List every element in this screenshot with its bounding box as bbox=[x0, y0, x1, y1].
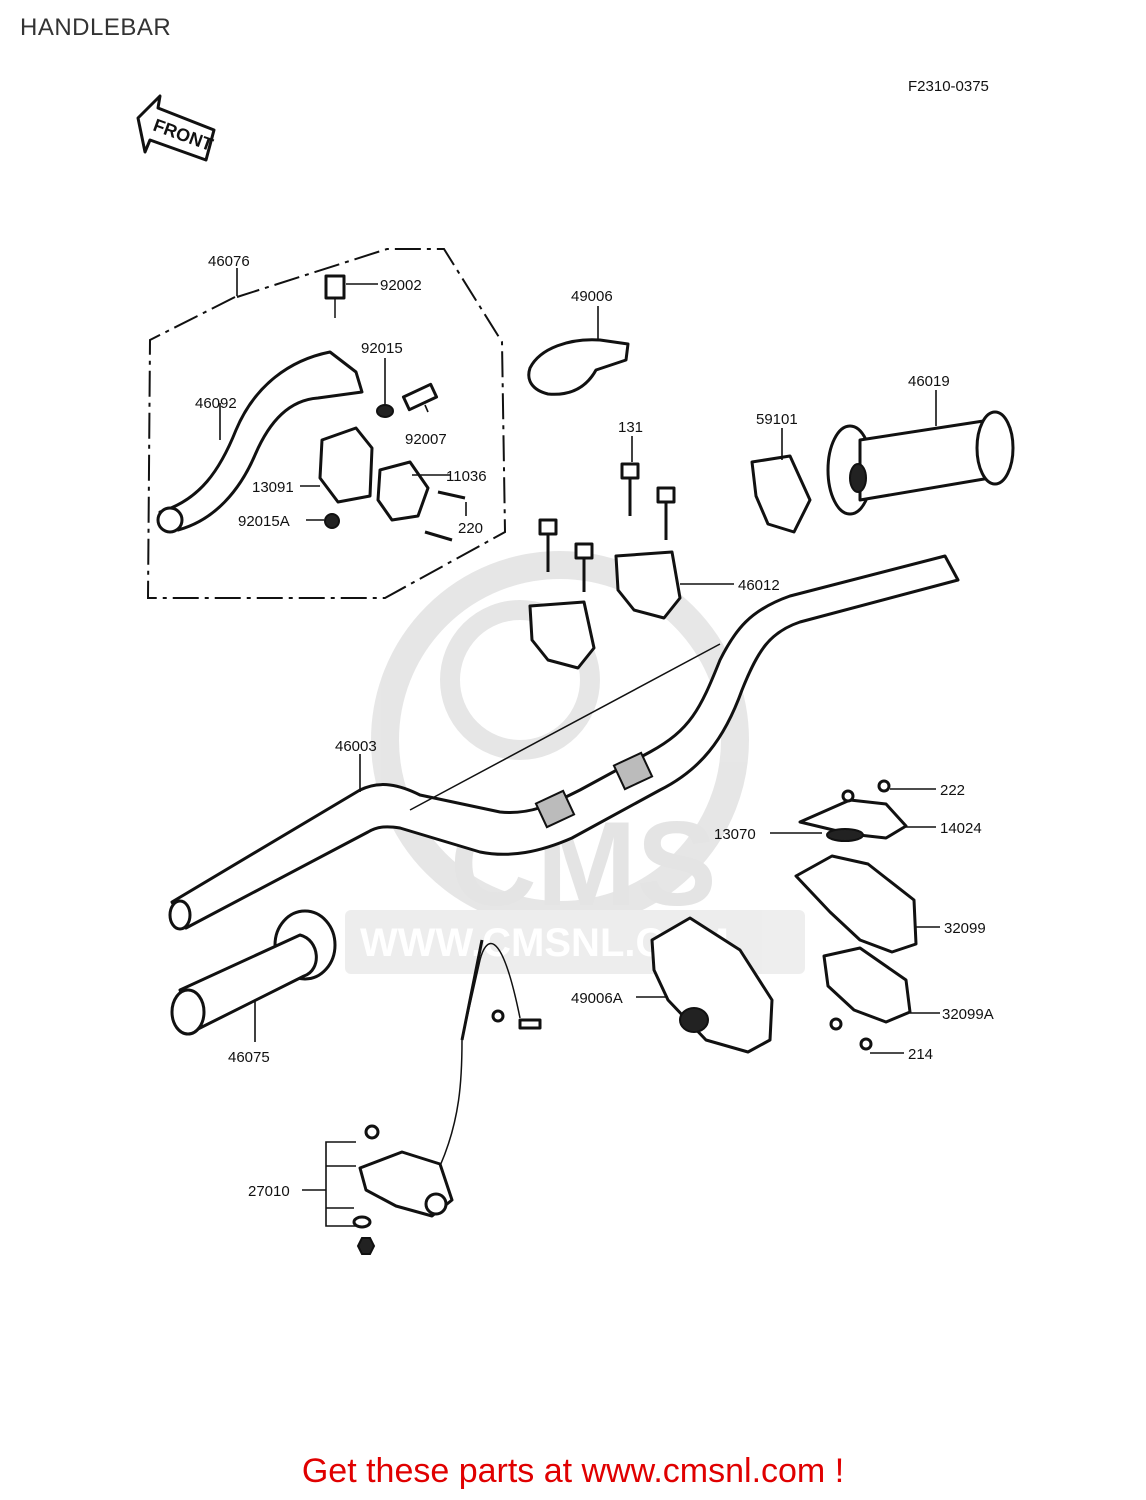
part-label-92015: 92015 bbox=[361, 340, 403, 357]
screw-214-a-part bbox=[829, 1017, 843, 1031]
part-label-13070: 13070 bbox=[714, 826, 756, 843]
screw-222-a-part bbox=[841, 789, 855, 803]
lever-cover-49006-part bbox=[527, 338, 630, 396]
switch-housing-49006A-part bbox=[650, 916, 774, 1054]
washer-92015-part bbox=[376, 404, 394, 418]
clamp-46012-lower-part bbox=[528, 600, 596, 670]
part-label-59101: 59101 bbox=[756, 411, 798, 428]
part-label-49006A: 49006A bbox=[571, 990, 623, 1007]
part-label-13091: 13091 bbox=[252, 479, 294, 496]
engine-stop-switch-27010-part bbox=[352, 939, 542, 1255]
housing-32099-part bbox=[794, 854, 918, 954]
part-label-92015A: 92015A bbox=[238, 513, 290, 530]
part-label-46019: 46019 bbox=[908, 373, 950, 390]
bolts-131-part bbox=[538, 462, 676, 592]
lever-holder-13091-part bbox=[318, 426, 374, 504]
page-title: HANDLEBAR bbox=[20, 14, 172, 41]
part-label-222: 222 bbox=[940, 782, 965, 799]
part-label-214: 214 bbox=[908, 1046, 933, 1063]
part-label-32099A: 32099A bbox=[942, 1006, 994, 1023]
part-label-32099: 32099 bbox=[944, 920, 986, 937]
part-label-46003: 46003 bbox=[335, 738, 377, 755]
part-label-27010: 27010 bbox=[248, 1183, 290, 1200]
leader-lines bbox=[219, 268, 940, 1227]
part-label-14024: 14024 bbox=[940, 820, 982, 837]
holder-clamp-11036-part bbox=[376, 460, 430, 522]
clamp-46012-upper-part bbox=[614, 550, 682, 620]
throttle-tube-59101-part bbox=[750, 454, 812, 534]
part-label-131: 131 bbox=[618, 419, 643, 436]
screw-222-b-part bbox=[877, 779, 891, 793]
handlebar-46003-part bbox=[168, 554, 960, 931]
part-label-46076: 46076 bbox=[208, 253, 250, 270]
screw-214-b-part bbox=[859, 1037, 873, 1051]
adjuster-92007-part bbox=[401, 382, 439, 412]
bolt-92002-part bbox=[324, 274, 346, 300]
part-label-92007: 92007 bbox=[405, 431, 447, 448]
part-label-11036: 11036 bbox=[446, 468, 487, 485]
left-grip-46075-part bbox=[170, 909, 337, 1036]
nut-92015A-part bbox=[324, 513, 340, 529]
lever-assembly-boundary bbox=[146, 248, 507, 599]
front-arrow-icon: FRONT bbox=[136, 94, 216, 162]
parts-store-link[interactable]: Get these parts at www.cmsnl.com ! bbox=[301, 1452, 845, 1490]
screw-220-part bbox=[424, 530, 453, 542]
part-label-220: 220 bbox=[458, 520, 483, 537]
diagram-reference-code: F2310-0375 bbox=[908, 78, 989, 95]
lever-ball-end bbox=[156, 506, 184, 534]
clutch-lever-part bbox=[158, 350, 364, 532]
part-label-49006: 49006 bbox=[571, 288, 613, 305]
housing-32099A-part bbox=[822, 946, 912, 1024]
part-labels: 46076 92002 92015 46092 92007 13091 1103… bbox=[195, 253, 994, 1200]
part-label-92002: 92002 bbox=[380, 277, 422, 294]
part-label-46012: 46012 bbox=[738, 577, 780, 594]
part-label-46092: 46092 bbox=[195, 395, 237, 412]
gasket-13070-part bbox=[826, 828, 864, 842]
throttle-grip-46019-part bbox=[826, 410, 1015, 516]
part-label-46075: 46075 bbox=[228, 1049, 270, 1066]
